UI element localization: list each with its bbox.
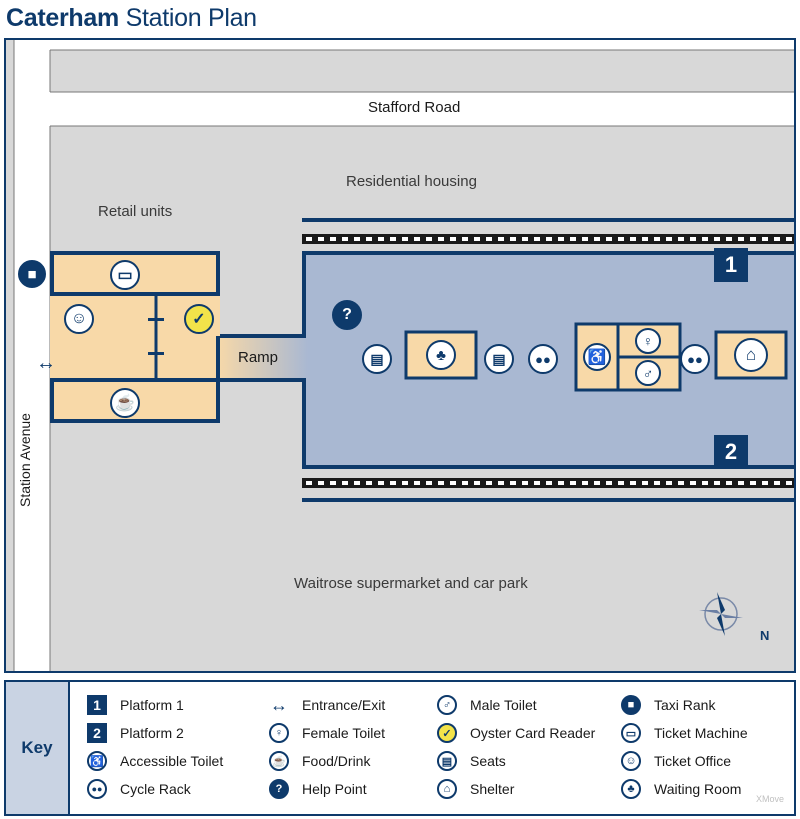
waiting-room-icon: ♣ — [426, 340, 456, 370]
retail-label: Retail units — [98, 203, 173, 220]
key-item-ticket-office: ☺Ticket Office — [620, 750, 731, 772]
platform-1-badge: 1 — [714, 248, 748, 282]
station-avenue-label: Station Avenue — [16, 413, 33, 507]
key-item-oyster-card-reader: ✓Oyster Card Reader — [436, 722, 595, 744]
ticket-office-icon: ☺ — [620, 750, 642, 772]
male-toilet-icon: ♂ — [436, 694, 458, 716]
oyster-card-reader-icon: ✓ — [436, 722, 458, 744]
waiting-room-icon: ♣ — [620, 778, 642, 800]
station-map: Stafford Road Residential housing Retail… — [4, 38, 796, 673]
key-item-male-toilet: ♂Male Toilet — [436, 694, 537, 716]
taxi-rank-icon: ■ — [620, 694, 642, 716]
female-toilet-icon: ♀ — [268, 722, 290, 744]
seats-icon: ▤ — [436, 750, 458, 772]
seats-icon: ▤ — [362, 344, 392, 374]
male-toilet-icon: ♂ — [635, 360, 661, 386]
accessible-toilet-icon: ♿ — [583, 343, 611, 371]
key-item-food-drink: ☕Food/Drink — [268, 750, 370, 772]
key-item-ticket-machine: ▭Ticket Machine — [620, 722, 748, 744]
stafford-road-label: Stafford Road — [368, 99, 461, 116]
oyster-card-reader-icon: ✓ — [184, 304, 214, 334]
ticket-machine-icon: ▭ — [110, 260, 140, 290]
platform-2-badge: 2 — [714, 435, 748, 469]
station-avenue-road — [14, 40, 50, 671]
key-item-accessible-toilet: ♿Accessible Toilet — [86, 750, 223, 772]
title-rest: Station Plan — [118, 4, 258, 32]
page-title: Caterham Station Plan — [6, 4, 257, 33]
cycle-rack-icon: ●● — [528, 344, 558, 374]
key-item-seats: ▤Seats — [436, 750, 506, 772]
key-heading: Key — [6, 682, 70, 814]
north-label: N — [760, 628, 770, 643]
title-bold: Caterham — [6, 4, 119, 32]
taxi-rank-icon: ■ — [18, 260, 46, 288]
waitrose-label: Waitrose supermarket and car park — [294, 575, 528, 592]
platform-2-icon: 2 — [86, 722, 108, 744]
cycle-rack-icon-2: ●● — [680, 344, 710, 374]
female-toilet-icon: ♀ — [635, 328, 661, 354]
ramp — [216, 338, 308, 378]
food-drink-icon: ☕ — [268, 750, 290, 772]
stafford-road — [14, 92, 794, 126]
watermark: XMove — [755, 794, 784, 804]
help-point-icon: ? — [332, 300, 362, 330]
food-drink-icon: ☕ — [110, 388, 140, 418]
seats-icon-2: ▤ — [484, 344, 514, 374]
compass-rose — [699, 592, 743, 636]
shelter-icon: ⌂ — [436, 778, 458, 800]
platform-1-icon: 1 — [86, 694, 108, 716]
key-item-female-toilet: ♀Female Toilet — [268, 722, 385, 744]
cycle-rack-icon: ●● — [86, 778, 108, 800]
ticket-machine-icon: ▭ — [620, 722, 642, 744]
key-item-help-point: ?Help Point — [268, 778, 367, 800]
help-point-icon: ? — [268, 778, 290, 800]
shelter-icon: ⌂ — [734, 338, 768, 372]
key-item-entrance-exit: ↔Entrance/Exit — [270, 694, 386, 715]
residential-label: Residential housing — [346, 173, 477, 190]
key-item-taxi-rank: ■Taxi Rank — [620, 694, 715, 716]
ticket-office-icon: ☺ — [64, 304, 94, 334]
entrance-exit-icon: ↔ — [270, 694, 288, 715]
key-item-shelter: ⌂Shelter — [436, 778, 514, 800]
key-item-waiting-room: ♣Waiting Room — [620, 778, 741, 800]
accessible-toilet-icon: ♿ — [86, 750, 108, 772]
key-item-cycle-rack: ●●Cycle Rack — [86, 778, 191, 800]
ramp-label: Ramp — [238, 349, 279, 366]
entrance-exit-icon: ↔ — [36, 352, 56, 374]
